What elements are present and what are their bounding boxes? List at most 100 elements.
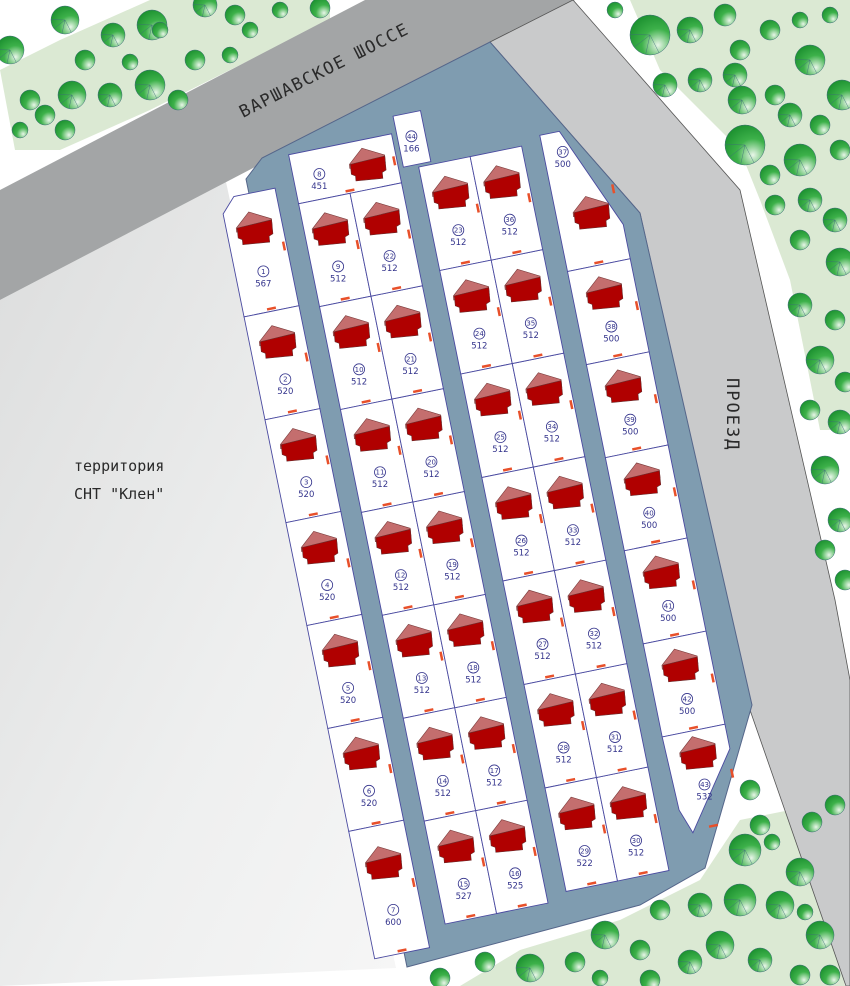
plot-26[interactable] <box>481 466 555 582</box>
plot-number: 6 <box>367 787 372 795</box>
plot-39[interactable] <box>585 351 669 459</box>
plot-13[interactable] <box>381 604 456 719</box>
tree-icon <box>151 21 169 39</box>
plot-area: 512 <box>372 480 388 490</box>
plot-28[interactable] <box>523 673 597 789</box>
plot-38[interactable] <box>566 258 650 366</box>
plot-number-circle <box>321 579 334 591</box>
tree-icon <box>100 22 126 48</box>
plot-number-circle <box>524 317 537 330</box>
plot-number: 30 <box>632 837 641 845</box>
plot-number-circle <box>425 455 438 468</box>
house-icon <box>483 165 521 199</box>
dimension-mark <box>669 632 680 637</box>
plot-31[interactable] <box>574 663 649 779</box>
plot-number-circle <box>473 327 486 340</box>
plot-number-circle <box>332 260 345 273</box>
plot-4[interactable] <box>285 510 363 627</box>
plot-area: 512 <box>393 583 409 593</box>
plot-12[interactable] <box>360 501 435 616</box>
plot-7[interactable] <box>348 819 431 960</box>
plot-number-circle <box>609 731 621 743</box>
dimension-mark <box>566 777 576 783</box>
house-icon <box>416 726 454 761</box>
dimension-mark <box>554 456 564 462</box>
house-icon <box>642 555 680 590</box>
plot-21[interactable] <box>370 285 444 400</box>
plot-area: 512 <box>607 745 623 755</box>
plot-1[interactable] <box>220 187 300 318</box>
tree-icon <box>34 104 56 126</box>
plot-3[interactable] <box>264 408 342 524</box>
plot-number-circle <box>494 431 507 444</box>
plot-33[interactable] <box>532 456 607 572</box>
dimension-mark <box>569 399 574 410</box>
dimension-mark <box>424 708 434 713</box>
plot-37[interactable] <box>539 123 631 273</box>
dimension-mark <box>287 409 298 414</box>
plot-area: 512 <box>502 228 518 238</box>
plot-number: 28 <box>559 744 568 752</box>
plot-area: 512 <box>465 676 481 686</box>
plot-number: 9 <box>336 263 340 271</box>
tree-icon <box>591 969 609 986</box>
plot-18[interactable] <box>433 593 507 709</box>
plot-14[interactable] <box>402 707 477 822</box>
plot-area: 512 <box>471 342 487 352</box>
house-icon <box>546 475 584 510</box>
plot-boundary[interactable] <box>469 145 544 261</box>
plot-5[interactable] <box>306 613 384 730</box>
plot-16[interactable] <box>475 799 549 915</box>
plot-boundary[interactable] <box>392 110 432 168</box>
plot-24[interactable] <box>439 259 513 375</box>
plot-number: 5 <box>346 684 350 692</box>
tree-icon <box>834 371 850 393</box>
plot-number: 34 <box>547 423 556 431</box>
plot-23[interactable] <box>418 156 492 272</box>
house-icon <box>405 407 443 442</box>
house-icon <box>525 372 563 406</box>
plot-25[interactable] <box>460 363 534 479</box>
house-icon <box>661 648 699 683</box>
dimension-mark <box>392 156 397 166</box>
dimension-mark <box>496 800 506 805</box>
plot-22[interactable] <box>349 182 423 297</box>
plot-20[interactable] <box>391 388 465 503</box>
plot-number: 12 <box>396 572 405 580</box>
plot-9[interactable] <box>298 192 372 308</box>
plot-30[interactable] <box>595 766 670 882</box>
tree-icon <box>184 49 206 71</box>
tree-icon <box>192 0 218 18</box>
house-icon <box>558 796 596 831</box>
plot-41[interactable] <box>623 537 707 645</box>
plot-35[interactable] <box>490 249 565 365</box>
plot-34[interactable] <box>511 352 586 468</box>
plot-36[interactable] <box>469 145 544 261</box>
plot-11[interactable] <box>339 398 414 513</box>
plot-area: 520 <box>298 490 314 500</box>
tree-icon <box>801 811 823 833</box>
plot-27[interactable] <box>502 570 576 686</box>
plot-6[interactable] <box>327 716 405 832</box>
house-icon <box>537 693 575 727</box>
tree-icon <box>764 194 786 216</box>
plot-area: 512 <box>565 538 581 548</box>
plot-32[interactable] <box>553 559 628 675</box>
plot-19[interactable] <box>412 490 486 606</box>
house-icon <box>279 428 318 462</box>
plot-boundary[interactable] <box>349 182 423 297</box>
plot-number-circle <box>457 877 470 890</box>
dimension-mark <box>575 560 585 565</box>
plot-8[interactable] <box>288 133 403 205</box>
plot-number: 23 <box>454 227 463 235</box>
plot-42[interactable] <box>642 630 726 738</box>
plot-boundary[interactable] <box>348 819 431 960</box>
tree-icon <box>764 84 786 106</box>
dimension-mark <box>523 570 534 576</box>
plot-43[interactable] <box>661 723 745 835</box>
plot-29[interactable] <box>544 776 619 892</box>
plot-40[interactable] <box>604 444 688 552</box>
plot-44[interactable] <box>392 110 432 168</box>
